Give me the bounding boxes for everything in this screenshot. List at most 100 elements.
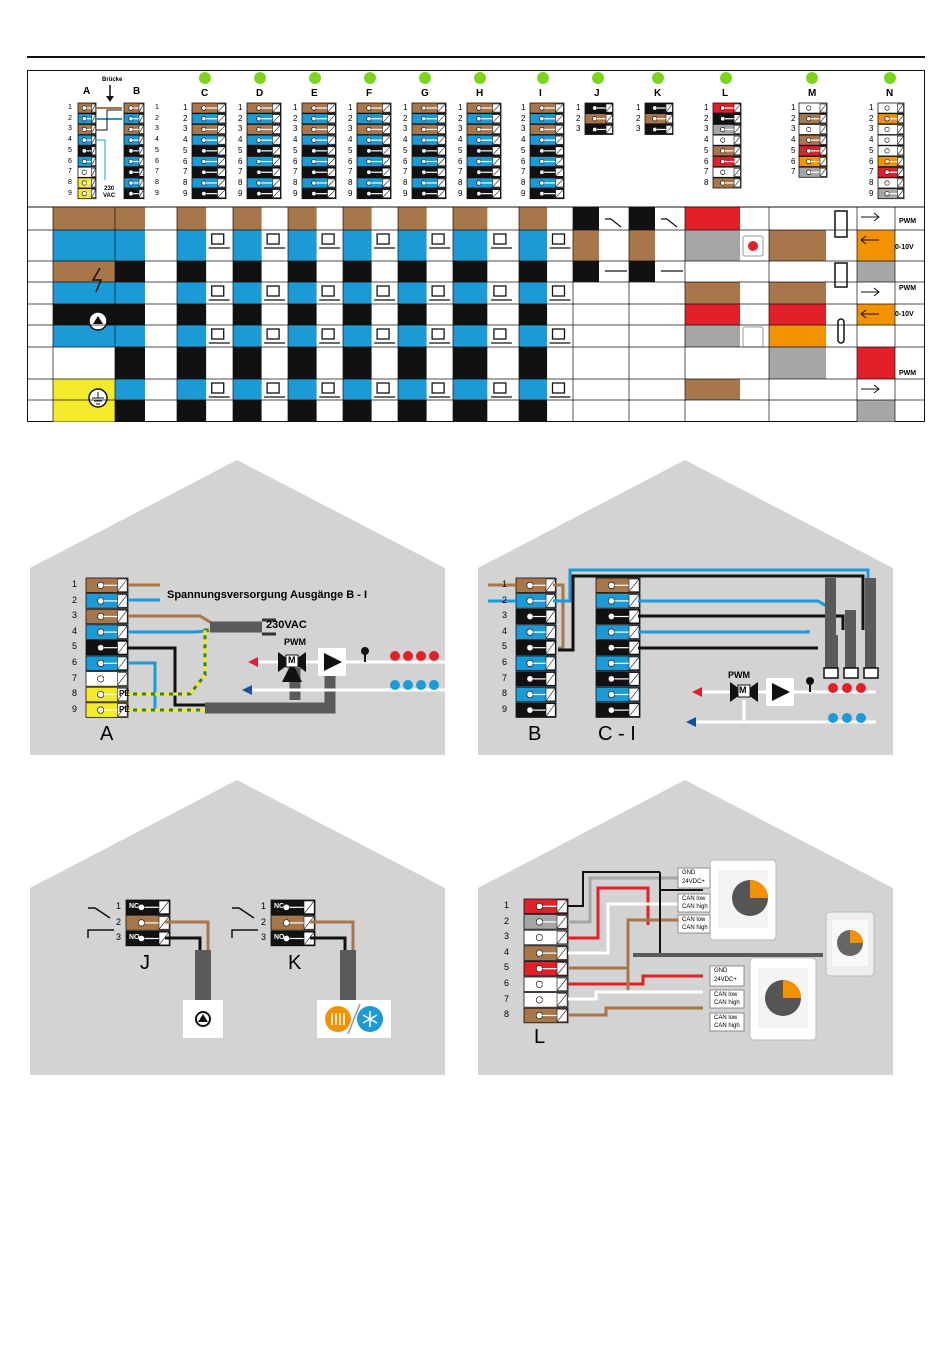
- terminal-slot-e: [301, 102, 337, 114]
- terminal-slot-n: [877, 177, 905, 189]
- terminal-number: 4: [458, 135, 463, 145]
- terminal-number: 7: [704, 167, 709, 177]
- panel-ci-terminal-slot: [595, 671, 641, 687]
- pump-icon: [376, 382, 390, 394]
- terminal-slot-m: [798, 166, 828, 178]
- terminal-slot-i: [529, 113, 565, 125]
- terminal-slot-g: [411, 102, 447, 114]
- cell-ci: [233, 325, 262, 347]
- sensor-icon: [834, 210, 848, 238]
- terminal-slot-d: [246, 177, 282, 189]
- terminal-slot-g: [411, 156, 447, 168]
- terminal-number: 1: [791, 103, 796, 112]
- terminal-slot-c: [191, 188, 227, 200]
- terminal-slot-j: [584, 102, 614, 114]
- terminal-slot-f: [356, 113, 392, 125]
- led-indicator: [364, 72, 376, 84]
- l-canlow-2: CAN low: [682, 917, 706, 923]
- cell-ci: [177, 325, 207, 347]
- panel-ci-terminal-slot: [595, 577, 641, 594]
- terminal-a-number: 2: [68, 114, 72, 122]
- terminal-slot-h: [466, 113, 502, 125]
- panel-ci-terminal-slot: [595, 686, 641, 703]
- panel-a-terminal-slot: [85, 702, 129, 718]
- terminal-slot-h: [466, 124, 502, 135]
- cell-ci: [453, 325, 488, 347]
- terminal-b-slot: [123, 177, 145, 189]
- panel-a-svg: [30, 460, 445, 755]
- terminal-number: 3: [458, 124, 463, 134]
- v010-label-2: 0-10V: [895, 311, 914, 318]
- terminal-number: 2: [238, 113, 243, 123]
- panel-k-terminal-number: 3: [261, 932, 267, 943]
- pump-icon: [376, 285, 390, 297]
- terminal-slot-l: [712, 177, 742, 189]
- cell-l: [685, 230, 740, 261]
- terminal-slot-i: [529, 102, 565, 114]
- arrow-left-icon: [860, 309, 879, 319]
- terminal-slot-e: [301, 145, 337, 157]
- cell-ci: [177, 347, 207, 379]
- cell-ci: [398, 282, 427, 304]
- terminal-number: 5: [348, 145, 353, 155]
- cell-ci: [177, 304, 207, 325]
- motor-label-bc: M: [739, 685, 747, 695]
- cell-relay: [629, 261, 655, 282]
- terminal-slot-g: [411, 145, 447, 157]
- pump-icon: [431, 233, 445, 245]
- terminal-number: 3: [636, 124, 641, 134]
- relay-symbol: [605, 218, 627, 272]
- cell-ci: [519, 325, 548, 347]
- terminal-slot-n: [877, 134, 905, 146]
- terminal-slot-n: [877, 145, 905, 157]
- terminal-number: 4: [521, 135, 526, 145]
- panel-b-terminal-number: 1: [502, 579, 508, 589]
- terminal-number: 8: [348, 177, 353, 187]
- terminal-overview-svg: [27, 70, 925, 422]
- terminal-number: 9: [458, 188, 463, 198]
- terminal-number: 1: [576, 103, 581, 112]
- connector-label-f: F: [366, 88, 373, 99]
- cell-ci: [453, 304, 488, 325]
- terminal-number: 4: [183, 135, 188, 145]
- terminal-number: 2: [576, 113, 581, 123]
- cell-a: [53, 325, 115, 347]
- terminal-a-number: 6: [68, 157, 72, 165]
- terminal-number: 3: [403, 124, 408, 134]
- cell-ci: [343, 325, 372, 347]
- panel-ci-terminal-slot: [595, 702, 641, 718]
- panel-k-terminal-number: 2: [261, 916, 267, 927]
- panel-jk-svg: [30, 780, 445, 1075]
- terminal-slot-l: [712, 166, 742, 178]
- terminal-slot-i: [529, 124, 565, 135]
- cell-m: [769, 325, 826, 347]
- cell-ci: [453, 261, 488, 282]
- terminal-number: 6: [521, 156, 526, 166]
- pump-icon: [211, 285, 225, 297]
- panel-a-terminal-number: 8: [72, 688, 78, 699]
- terminal-b-slot: [123, 102, 145, 114]
- l-canlow-1: CAN low: [682, 896, 706, 902]
- terminal-slot-f: [356, 145, 392, 157]
- led-indicator: [474, 72, 486, 84]
- terminal-number: 4: [348, 135, 353, 145]
- cell-ci: [398, 304, 427, 325]
- terminal-slot-i: [529, 134, 565, 146]
- terminal-b-number: 5: [155, 146, 159, 154]
- cell-ci: [233, 400, 262, 422]
- terminal-number: 2: [183, 113, 188, 123]
- panel-j-terminal-slot: [125, 899, 171, 916]
- panel-j-terminal-number: 3: [116, 932, 122, 943]
- terminal-number: 6: [238, 156, 243, 166]
- terminal-number: 7: [403, 167, 408, 177]
- panel-l-terminal-slot: [523, 929, 569, 946]
- cell-ci: [398, 400, 427, 422]
- cell-ci: [453, 230, 488, 261]
- cell-ci: [519, 347, 548, 379]
- terminal-slot-c: [191, 177, 227, 189]
- panel-ci-terminal-slot: [595, 608, 641, 625]
- bruecke-label: Brücke: [102, 77, 123, 83]
- motor-label-a: M: [288, 655, 296, 665]
